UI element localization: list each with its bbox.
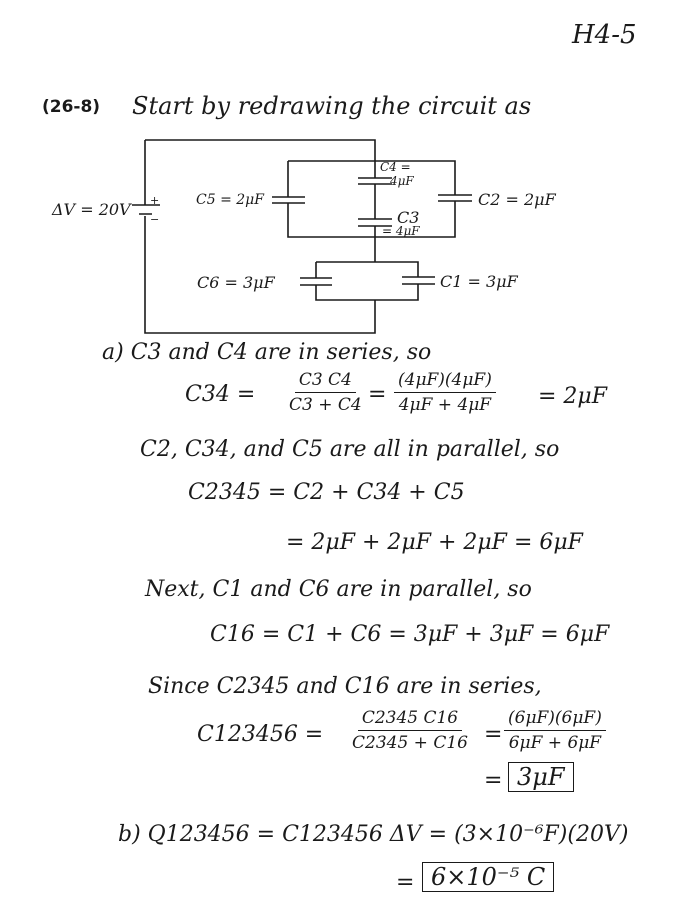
c34-numerator: C3 C4 bbox=[294, 370, 356, 393]
c1-label: C1 = 3μF bbox=[440, 272, 518, 291]
c5-label: C5 = 2μF bbox=[196, 192, 264, 208]
c2345-equation: C2345 = C2 + C34 + C5 bbox=[188, 480, 465, 505]
final-capacitance-answer: 3μF bbox=[508, 762, 574, 792]
outer-wire bbox=[144, 139, 376, 334]
capacitor-c6-icon bbox=[300, 277, 332, 286]
c34-denominator: C3 + C4 bbox=[289, 395, 362, 415]
charge-answer: 6×10⁻⁵ C bbox=[422, 862, 555, 892]
battery-label: ΔV = 20V bbox=[52, 200, 131, 219]
c123456-values-fraction: (6μF)(6μF) 6μF + 6μF bbox=[504, 708, 606, 753]
problem-number: (26-8) bbox=[42, 97, 101, 117]
final-equals: = bbox=[484, 768, 503, 793]
c123456-denominator: C2345 + C16 bbox=[352, 733, 468, 753]
c3-value: = 4μF bbox=[382, 224, 420, 238]
c123456-denominator-values: 6μF + 6μF bbox=[508, 733, 602, 753]
c2-label: C2 = 2μF bbox=[478, 190, 556, 209]
c34-result: = 2μF bbox=[538, 384, 607, 409]
c34-lhs: C34 = bbox=[185, 382, 256, 407]
battery-plus: + bbox=[150, 194, 160, 207]
c6-label: C6 = 3μF bbox=[197, 273, 275, 292]
c34-equals: = bbox=[368, 382, 387, 407]
c4-label: C4 = bbox=[380, 160, 411, 174]
capacitor-c5-icon bbox=[272, 196, 305, 204]
c123456-numerator-values: (6μF)(6μF) bbox=[504, 708, 606, 731]
battery-icon bbox=[132, 204, 160, 215]
c34-numerator-values: (4μF)(4μF) bbox=[394, 370, 496, 393]
battery-minus: − bbox=[150, 213, 160, 226]
c3-label: C3 bbox=[397, 208, 420, 227]
page-label: H4-5 bbox=[572, 20, 637, 50]
c34-formula-fraction: C3 C4 C3 + C4 bbox=[285, 370, 366, 415]
intro-text: Start by redrawing the circuit as bbox=[132, 92, 532, 120]
lower-parallel-wires bbox=[315, 261, 419, 301]
capacitor-c2-icon bbox=[438, 194, 472, 202]
series-statement: Since C2345 and C16 are in series, bbox=[148, 674, 542, 699]
capacitor-c4-icon bbox=[358, 177, 392, 185]
c123456-lhs: C123456 = bbox=[197, 722, 324, 747]
c123456-formula-fraction: C2345 C16 C2345 + C16 bbox=[348, 708, 472, 753]
c34-denominator-values: 4μF + 4μF bbox=[398, 395, 492, 415]
c2345-values: = 2μF + 2μF + 2μF = 6μF bbox=[286, 530, 583, 555]
charge-equals: = bbox=[396, 870, 415, 895]
capacitor-c1-icon bbox=[402, 276, 435, 285]
c34-values-fraction: (4μF)(4μF) 4μF + 4μF bbox=[394, 370, 496, 415]
next-statement: Next, C1 and C6 are in parallel, so bbox=[145, 577, 532, 602]
c16-equation: C16 = C1 + C6 = 3μF + 3μF = 6μF bbox=[210, 622, 610, 647]
c4-value: 4μF bbox=[390, 174, 414, 188]
parallel-statement: C2, C34, and C5 are all in parallel, so bbox=[140, 437, 560, 462]
c123456-equals: = bbox=[484, 722, 503, 747]
part-b-equation: b) Q123456 = C123456 ΔV = (3×10⁻⁶F)(20V) bbox=[118, 822, 629, 847]
upper-parallel-wires bbox=[287, 160, 456, 262]
capacitor-c3-icon bbox=[358, 218, 392, 227]
c123456-numerator: C2345 C16 bbox=[357, 708, 463, 731]
part-a-intro: a) C3 and C4 are in series, so bbox=[102, 340, 432, 365]
